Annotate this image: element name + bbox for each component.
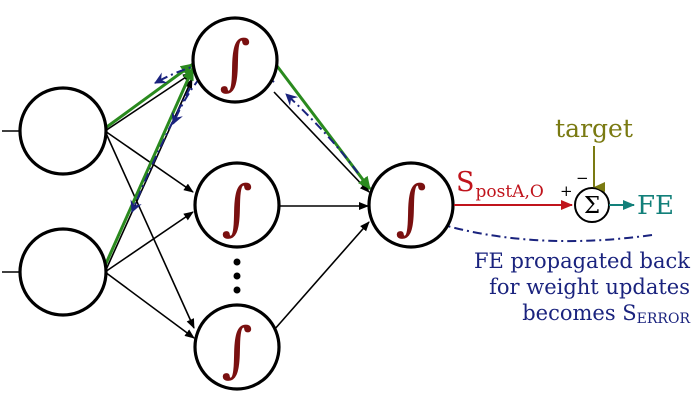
fe-label: FE	[637, 191, 674, 221]
integral-symbol: ∫	[219, 28, 250, 98]
input-node-2	[18, 227, 108, 317]
edge-h1-out	[273, 91, 370, 193]
edge-i1-h2	[104, 130, 194, 193]
edge-h3-out	[273, 221, 370, 331]
forward-arrow-i1-h1	[103, 62, 194, 131]
sum-symbol: Σ	[584, 193, 600, 219]
target-label: target	[555, 114, 633, 143]
hidden-node-3: ∫	[193, 303, 281, 391]
backprop-arrow-h1-i2	[130, 87, 191, 213]
backprop-arrow-fe-out	[375, 197, 653, 243]
integral-symbol: ∫	[221, 173, 252, 243]
sum-node: Σ	[574, 187, 610, 223]
integral-symbol: ∫	[221, 315, 252, 385]
hidden-node-1: ∫	[191, 16, 279, 104]
edge-i2-h2	[104, 211, 194, 273]
note-line-3: becomes SERROR	[522, 301, 690, 327]
backprop-note: FE propagated back for weight updates be…	[474, 249, 691, 327]
note-line-2: for weight updates	[489, 275, 690, 299]
ellipsis-dots	[233, 258, 241, 294]
input-node-1	[18, 86, 108, 176]
s-postA-label: SpostA,O	[456, 167, 544, 202]
forward-arrow-i2-h1	[102, 67, 195, 269]
hidden-node-2: ∫	[193, 161, 281, 249]
integral-symbol: ∫	[395, 173, 426, 243]
edge-i1-h1	[104, 72, 193, 132]
plus-sign: +	[560, 182, 573, 200]
note-line-1: FE propagated back	[474, 249, 690, 273]
edge-i1-h3	[104, 130, 195, 329]
output-node: ∫	[367, 161, 455, 249]
minus-sign: −	[576, 169, 589, 187]
edge-i2-h3	[104, 271, 195, 339]
